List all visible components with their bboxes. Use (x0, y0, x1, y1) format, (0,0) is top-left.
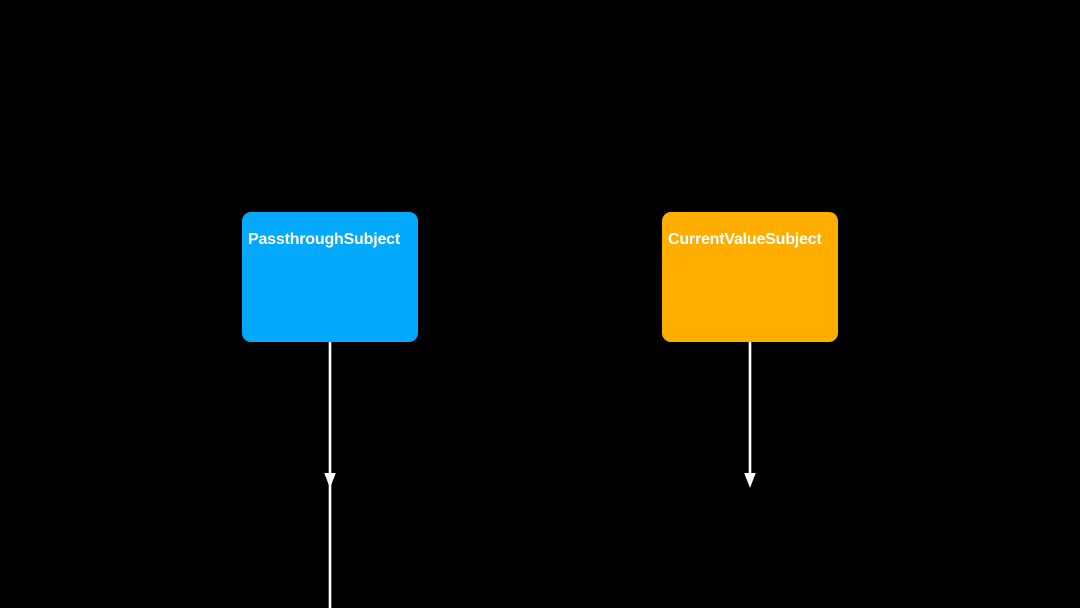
arrowhead-down-icon (324, 473, 336, 488)
node-current-value-subject-label: CurrentValueSubject (668, 231, 822, 248)
arrowhead-down-icon (744, 473, 756, 488)
edge-current-value-subject-output (730, 341, 770, 491)
node-passthrough-subject-label: PassthroughSubject (248, 231, 400, 248)
node-passthrough-subject[interactable]: PassthroughSubject (242, 212, 418, 342)
edge-passthrough-subject-output (310, 341, 350, 608)
node-current-value-subject[interactable]: CurrentValueSubject (662, 212, 838, 342)
